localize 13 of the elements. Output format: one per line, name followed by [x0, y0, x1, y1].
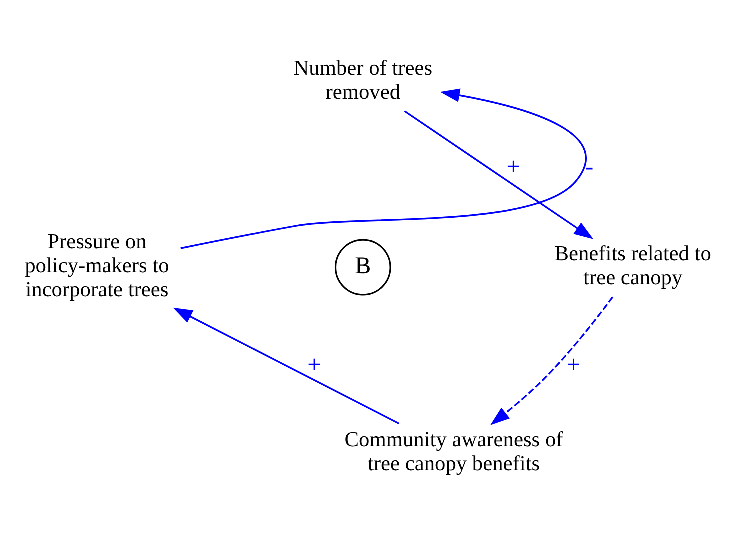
arrow: [404, 110, 594, 239]
edge-label: +: [506, 154, 520, 180]
node-text: Number of trees removed: [294, 55, 433, 104]
arrow: [180, 88, 587, 249]
arrow: [173, 307, 400, 424]
arrow: [490, 296, 614, 425]
edge-label: +: [308, 352, 322, 378]
node-text: Pressure on policy-makers to incorporate trees: [25, 229, 170, 302]
label: B: [355, 252, 372, 279]
edge-label: +: [566, 352, 580, 378]
edge-label: -: [586, 154, 594, 180]
node-text: Community awareness of tree canopy benefits: [344, 426, 564, 475]
node-text: Benefits related to tree canopy: [554, 241, 712, 290]
